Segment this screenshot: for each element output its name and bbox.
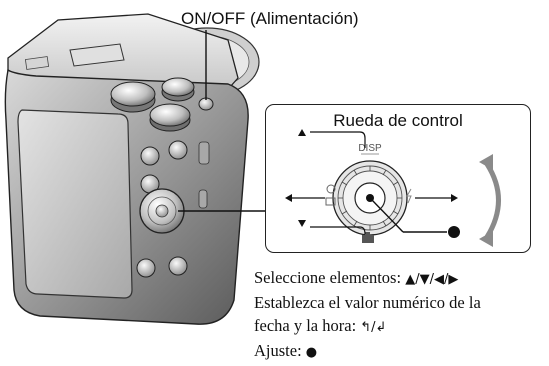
set-indicator	[370, 199, 460, 238]
left-arrow	[284, 193, 325, 202]
instruction-line-4: Ajuste: ●	[254, 341, 318, 360]
rotate-arrow	[478, 153, 501, 247]
side-cover	[198, 141, 210, 165]
instruction-line-2: Establezca el valor numérico de la	[254, 293, 481, 312]
disp-label: DISP	[358, 143, 382, 154]
control-wheel-title: Rueda de control	[333, 111, 463, 130]
wheel-ticks	[337, 165, 402, 230]
flash-popup	[24, 56, 50, 70]
exposure-icon	[361, 231, 374, 243]
lcd-screen	[17, 109, 133, 299]
camera-control-wheel	[139, 188, 185, 234]
control-wheel-detail: DISP	[284, 128, 501, 247]
rear-dial	[149, 103, 191, 132]
rotate-icons: ↰/↲	[360, 320, 387, 335]
down-arrow	[297, 219, 366, 234]
shutter-button	[161, 77, 195, 102]
set-dot-icon: ●	[305, 345, 318, 360]
direction-arrows-icon: ▲/▼/◀/▶	[405, 272, 459, 287]
rear-buttons	[136, 140, 188, 278]
up-arrow	[297, 128, 366, 148]
instruction-line-3: fecha y la hora: ↰/↲	[254, 316, 387, 335]
self-timer-icon	[325, 184, 335, 205]
hot-shoe	[69, 43, 125, 67]
mode-dial	[110, 81, 156, 113]
control-wheel-callout: Rueda de control DISP	[265, 104, 531, 253]
instruction-line-1: Seleccione elementos: ▲/▼/◀/▶	[254, 268, 459, 287]
strap-hook	[198, 189, 208, 209]
flash-icon	[405, 188, 412, 203]
power-label: ON/OFF (Alimentación)	[181, 9, 359, 28]
right-arrow	[414, 193, 458, 202]
instructions: Seleccione elementos: ▲/▼/◀/▶ Establezca…	[254, 266, 546, 364]
